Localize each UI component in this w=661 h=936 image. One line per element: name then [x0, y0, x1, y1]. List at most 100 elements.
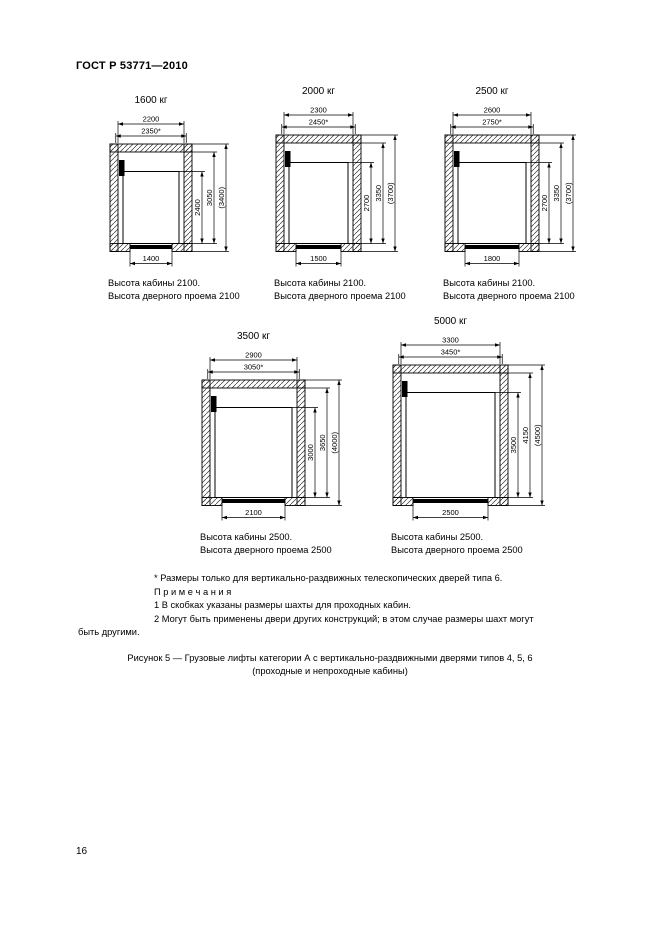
shaft-wall [487, 497, 509, 507]
door [413, 499, 488, 504]
shaft-wall [296, 379, 306, 507]
dimension-label: 1400 [143, 254, 160, 263]
arrowhead [495, 343, 500, 347]
door [222, 499, 285, 504]
dimension-label: 3450* [441, 348, 461, 357]
shaft-wall [201, 497, 223, 507]
arrowhead [118, 122, 123, 126]
arrowhead [369, 162, 373, 168]
dimension-label: (3700) [564, 182, 573, 204]
shaft-wall [530, 134, 540, 252]
dimension-label: 4150 [521, 427, 530, 444]
dimension-label: 1500 [310, 254, 327, 263]
arrowhead [369, 238, 373, 244]
shaft-wall [275, 243, 297, 252]
arrowhead [483, 515, 488, 520]
dimension-label: 3350 [374, 185, 383, 202]
arrowhead [130, 261, 135, 266]
shaft-wall [352, 134, 362, 252]
figure-caption: Рисунок 5 — Грузовые лифты категории А с… [0, 652, 630, 678]
dimension-label: (3400) [217, 186, 226, 208]
arrowhead [381, 143, 385, 148]
note-item-2: 2 Могут быть применены двери других конс… [78, 613, 534, 638]
equipment-box [454, 151, 460, 167]
arrowhead [337, 500, 341, 506]
shaft-wall [201, 379, 211, 507]
arrowhead [401, 343, 406, 347]
dimension-label: 2700 [362, 195, 371, 212]
arrowhead [453, 113, 458, 117]
equipment-box [211, 396, 217, 413]
arrowhead [313, 492, 317, 498]
arrowhead [350, 125, 356, 129]
arrowhead [547, 238, 551, 244]
dimension-label: 2350* [141, 127, 161, 136]
dimension-label: 2100 [245, 508, 262, 517]
shaft-wall [444, 134, 454, 252]
equipment-box [402, 381, 408, 398]
arrowhead [381, 238, 385, 244]
door [296, 245, 341, 249]
dimension-label: 2300 [310, 106, 327, 115]
dimension-label: 2700 [540, 195, 549, 212]
diagram-title: 2000 кг [301, 86, 336, 97]
diagram-title: 1600 кг [134, 95, 168, 106]
dimension-label: 2900 [245, 351, 262, 360]
diagram-title: 5000 кг [433, 316, 468, 328]
dimension-label: 3050 [205, 189, 214, 206]
arrowhead [526, 113, 531, 117]
arrowhead [528, 492, 532, 498]
arrowhead [224, 246, 228, 252]
arrowhead [465, 261, 470, 266]
shaft-wall [392, 364, 402, 507]
dimension-label: 2750* [482, 118, 502, 127]
diagram-title: 2500 кг [475, 86, 509, 97]
shaft-wall [340, 243, 362, 252]
arrowhead [571, 246, 575, 252]
shaft-wall [392, 497, 414, 507]
arrowhead [571, 135, 575, 140]
diagram-title: 3500 кг [236, 331, 271, 343]
dimension-label: 3650 [318, 435, 327, 452]
arrowhead [348, 113, 353, 117]
shaft-wall [392, 364, 509, 374]
cabin [288, 162, 349, 244]
dimension-label: 2200 [143, 115, 160, 124]
figure-caption-line1: Рисунок 5 — Грузовые лифты категории А с… [127, 652, 533, 663]
cabin [457, 162, 527, 244]
dimension-label: 2450* [309, 118, 329, 127]
arrowhead [514, 261, 519, 266]
arrowhead [313, 407, 317, 413]
dimension-label: 3350 [552, 185, 561, 202]
arrowhead [497, 355, 503, 359]
arrowhead [167, 261, 172, 266]
dimension-label: 3300 [442, 336, 459, 345]
arrowhead [210, 358, 215, 362]
door [465, 245, 519, 249]
arrowhead [292, 358, 297, 362]
dimension-label: (4500) [533, 424, 542, 446]
shaft-wall [444, 134, 540, 144]
arrowhead [547, 162, 551, 168]
arrowhead [280, 515, 285, 520]
arrowhead [559, 143, 563, 148]
arrowhead [200, 171, 204, 177]
arrowhead [393, 246, 397, 252]
dimension-label: 3050* [244, 363, 264, 372]
shaft-wall [275, 134, 285, 252]
arrowhead [540, 365, 544, 371]
arrowhead [325, 492, 329, 498]
arrowhead [281, 125, 287, 129]
dimension-label: 2600 [484, 106, 501, 115]
shaft-wall [183, 143, 193, 252]
notes-section: * Размеры только для вертикально-раздвиж… [78, 572, 548, 639]
arrowhead [528, 125, 534, 129]
arrowhead [200, 238, 204, 244]
dimension-label: (3700) [386, 182, 395, 204]
